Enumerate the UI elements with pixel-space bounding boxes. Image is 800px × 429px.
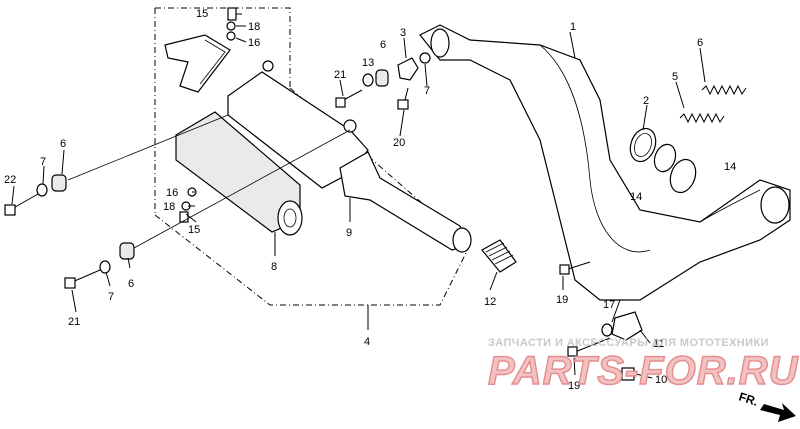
leader-lines [11,13,706,379]
callout-16-top: 16 [248,37,260,49]
callout-3: 3 [400,27,406,39]
joint-rubber [481,239,517,273]
callout-13: 13 [362,57,374,69]
watermark: ЗАПЧАСТИ И АКСЕССУАРЫ ДЛЯ МОТОТЕХНИКИ PA… [487,337,799,394]
callout-14-right: 14 [724,161,736,173]
callout-22: 22 [4,174,16,186]
end-cap [164,34,231,93]
watermark-logo: PARTS-FOR.RU [488,349,799,393]
callout-7-left: 7 [40,156,46,168]
callout-15-top: 15 [196,8,208,20]
callout-6-top: 6 [380,39,386,51]
callout-21-lower: 21 [68,316,80,328]
callout-19-top: 19 [556,294,568,306]
direction-label: FR. [737,390,760,409]
callout-9: 9 [346,227,352,239]
expansion-chamber [419,24,791,301]
callout-18-top: 18 [248,21,260,33]
callout-7-lower: 7 [108,291,114,303]
hardware [4,7,643,381]
direction-indicator: FR. [737,390,796,422]
callout-6-spring: 6 [697,37,703,49]
callout-8: 8 [271,261,277,273]
springs [679,84,747,124]
callout-14-lower: 14 [630,191,642,203]
gaskets [629,127,697,194]
callout-5: 5 [672,71,678,83]
callout-20: 20 [393,137,405,149]
callout-18-left: 18 [163,201,175,213]
callout-17: 17 [603,299,615,311]
callout-6-lower: 6 [128,278,134,290]
callout-16-left: 16 [166,187,178,199]
callout-6-left: 6 [60,138,66,150]
callout-10: 10 [655,374,667,386]
callout-4: 4 [364,336,370,348]
callout-12: 12 [484,296,496,308]
callout-7-top: 7 [424,85,430,97]
callout-15-left: 15 [188,224,200,236]
tail-pipe [339,151,472,253]
callout-1: 1 [570,21,576,33]
muffler-body [175,111,303,236]
callout-11: 11 [653,338,664,350]
callout-labels: 1 2 3 4 5 6 6 6 6 7 7 7 8 9 10 11 12 13 … [4,8,736,392]
callout-19-bottom: 19 [568,380,580,392]
watermark-tagline: ЗАПЧАСТИ И АКСЕССУАРЫ ДЛЯ МОТОТЕХНИКИ [488,337,769,349]
callout-2: 2 [643,95,649,107]
direction-arrow-icon [760,403,796,422]
callout-21-top: 21 [334,69,346,81]
